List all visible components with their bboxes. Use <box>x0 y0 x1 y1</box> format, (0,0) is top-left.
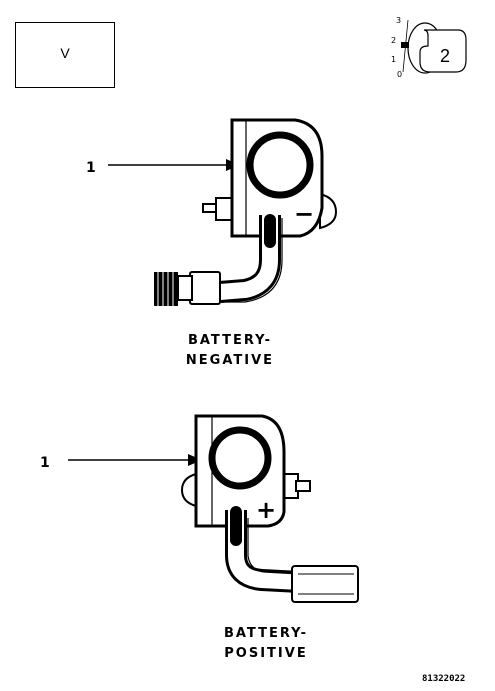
negative-sign: − <box>294 200 314 228</box>
key-position-0: 0 <box>397 70 402 79</box>
negative-label-line2: NEGATIVE <box>185 353 275 368</box>
positive-sign: + <box>256 496 276 524</box>
positive-label-line2: POSITIVE <box>224 646 308 661</box>
positive-label-line1: BATTERY- <box>223 626 309 641</box>
key-number: 2 <box>440 46 450 66</box>
negative-callout-number: 1 <box>86 160 96 176</box>
figure-code: 81322022 <box>422 674 466 684</box>
view-indicator-box: V <box>15 22 115 88</box>
key-position-3: 3 <box>396 16 401 25</box>
view-label: V <box>60 45 70 61</box>
positive-callout-number: 1 <box>40 455 50 471</box>
ignition-key-icon: 2 3 2 1 0 <box>391 16 467 79</box>
key-position-2: 2 <box>391 36 396 45</box>
negative-label-line1: BATTERY- <box>187 333 273 348</box>
key-position-1: 1 <box>391 55 396 64</box>
positive-terminal-clamp <box>68 414 359 603</box>
negative-terminal-clamp <box>108 118 338 306</box>
